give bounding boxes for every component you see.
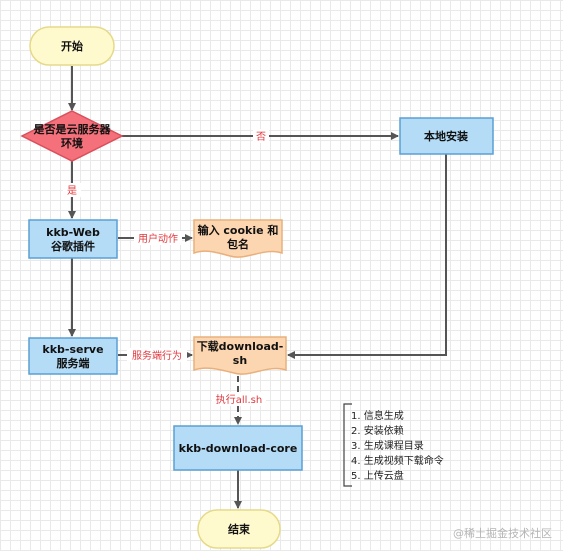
- node-download-core-label: kkb-download-core: [179, 442, 298, 455]
- node-kkb-serve-label-line2: 服务端: [57, 356, 90, 370]
- node-kkb-web-label-line1: kkb-Web: [46, 226, 100, 239]
- edge-local-install-to-download-sh: [287, 154, 447, 359]
- watermark: @稀土掘金技术社区: [453, 526, 552, 540]
- node-input-doc-label-line2: 包名: [226, 237, 249, 251]
- node-kkb-serve: kkb-serve 服务端: [28, 337, 118, 375]
- edge-label-no: 否: [256, 131, 266, 143]
- node-end: 结束: [197, 509, 281, 549]
- node-start-label: 开始: [61, 39, 83, 53]
- node-decision-label-line2: 环境: [61, 136, 83, 150]
- node-download-core: kkb-download-core: [173, 425, 303, 471]
- node-kkb-web: kkb-Web 谷歌插件: [28, 219, 118, 259]
- node-download-sh-label-line2: sh: [233, 354, 247, 367]
- node-decision-label-line1: 是否是云服务器: [33, 122, 112, 136]
- node-end-label: 结束: [227, 522, 251, 536]
- step-1: 1. 信息生成: [351, 409, 404, 422]
- edge-label-exec-all: 执行all.sh: [216, 393, 262, 406]
- edge-label-server-action: 服务端行为: [132, 349, 182, 362]
- step-4: 4. 生成视频下载命令: [351, 454, 444, 467]
- node-download-sh-label-line1: 下载download-: [197, 339, 284, 353]
- steps-annotation: 1. 信息生成 2. 安装依赖 3. 生成课程目录 4. 生成视频下载命令 5.…: [343, 403, 444, 487]
- edge-label-user-action: 用户动作: [138, 232, 178, 245]
- node-download-sh-doc: 下载download- sh: [193, 336, 287, 375]
- node-local-install: 本地安装: [399, 117, 494, 155]
- step-3: 3. 生成课程目录: [351, 439, 424, 452]
- step-2: 2. 安装依赖: [351, 424, 404, 437]
- node-input-doc-label-line1: 输入 cookie 和: [198, 223, 279, 237]
- node-local-install-label: 本地安装: [424, 129, 468, 143]
- node-kkb-web-label-line2: 谷歌插件: [51, 239, 95, 253]
- edge-label-yes: 是: [67, 185, 77, 197]
- step-5: 5. 上传云盘: [351, 469, 404, 482]
- node-input-cookie-doc: 输入 cookie 和 包名: [193, 219, 283, 258]
- node-kkb-serve-label-line1: kkb-serve: [42, 343, 103, 356]
- node-decision-cloud-env: 是否是云服务器 环境: [20, 110, 124, 162]
- node-start: 开始: [29, 26, 115, 66]
